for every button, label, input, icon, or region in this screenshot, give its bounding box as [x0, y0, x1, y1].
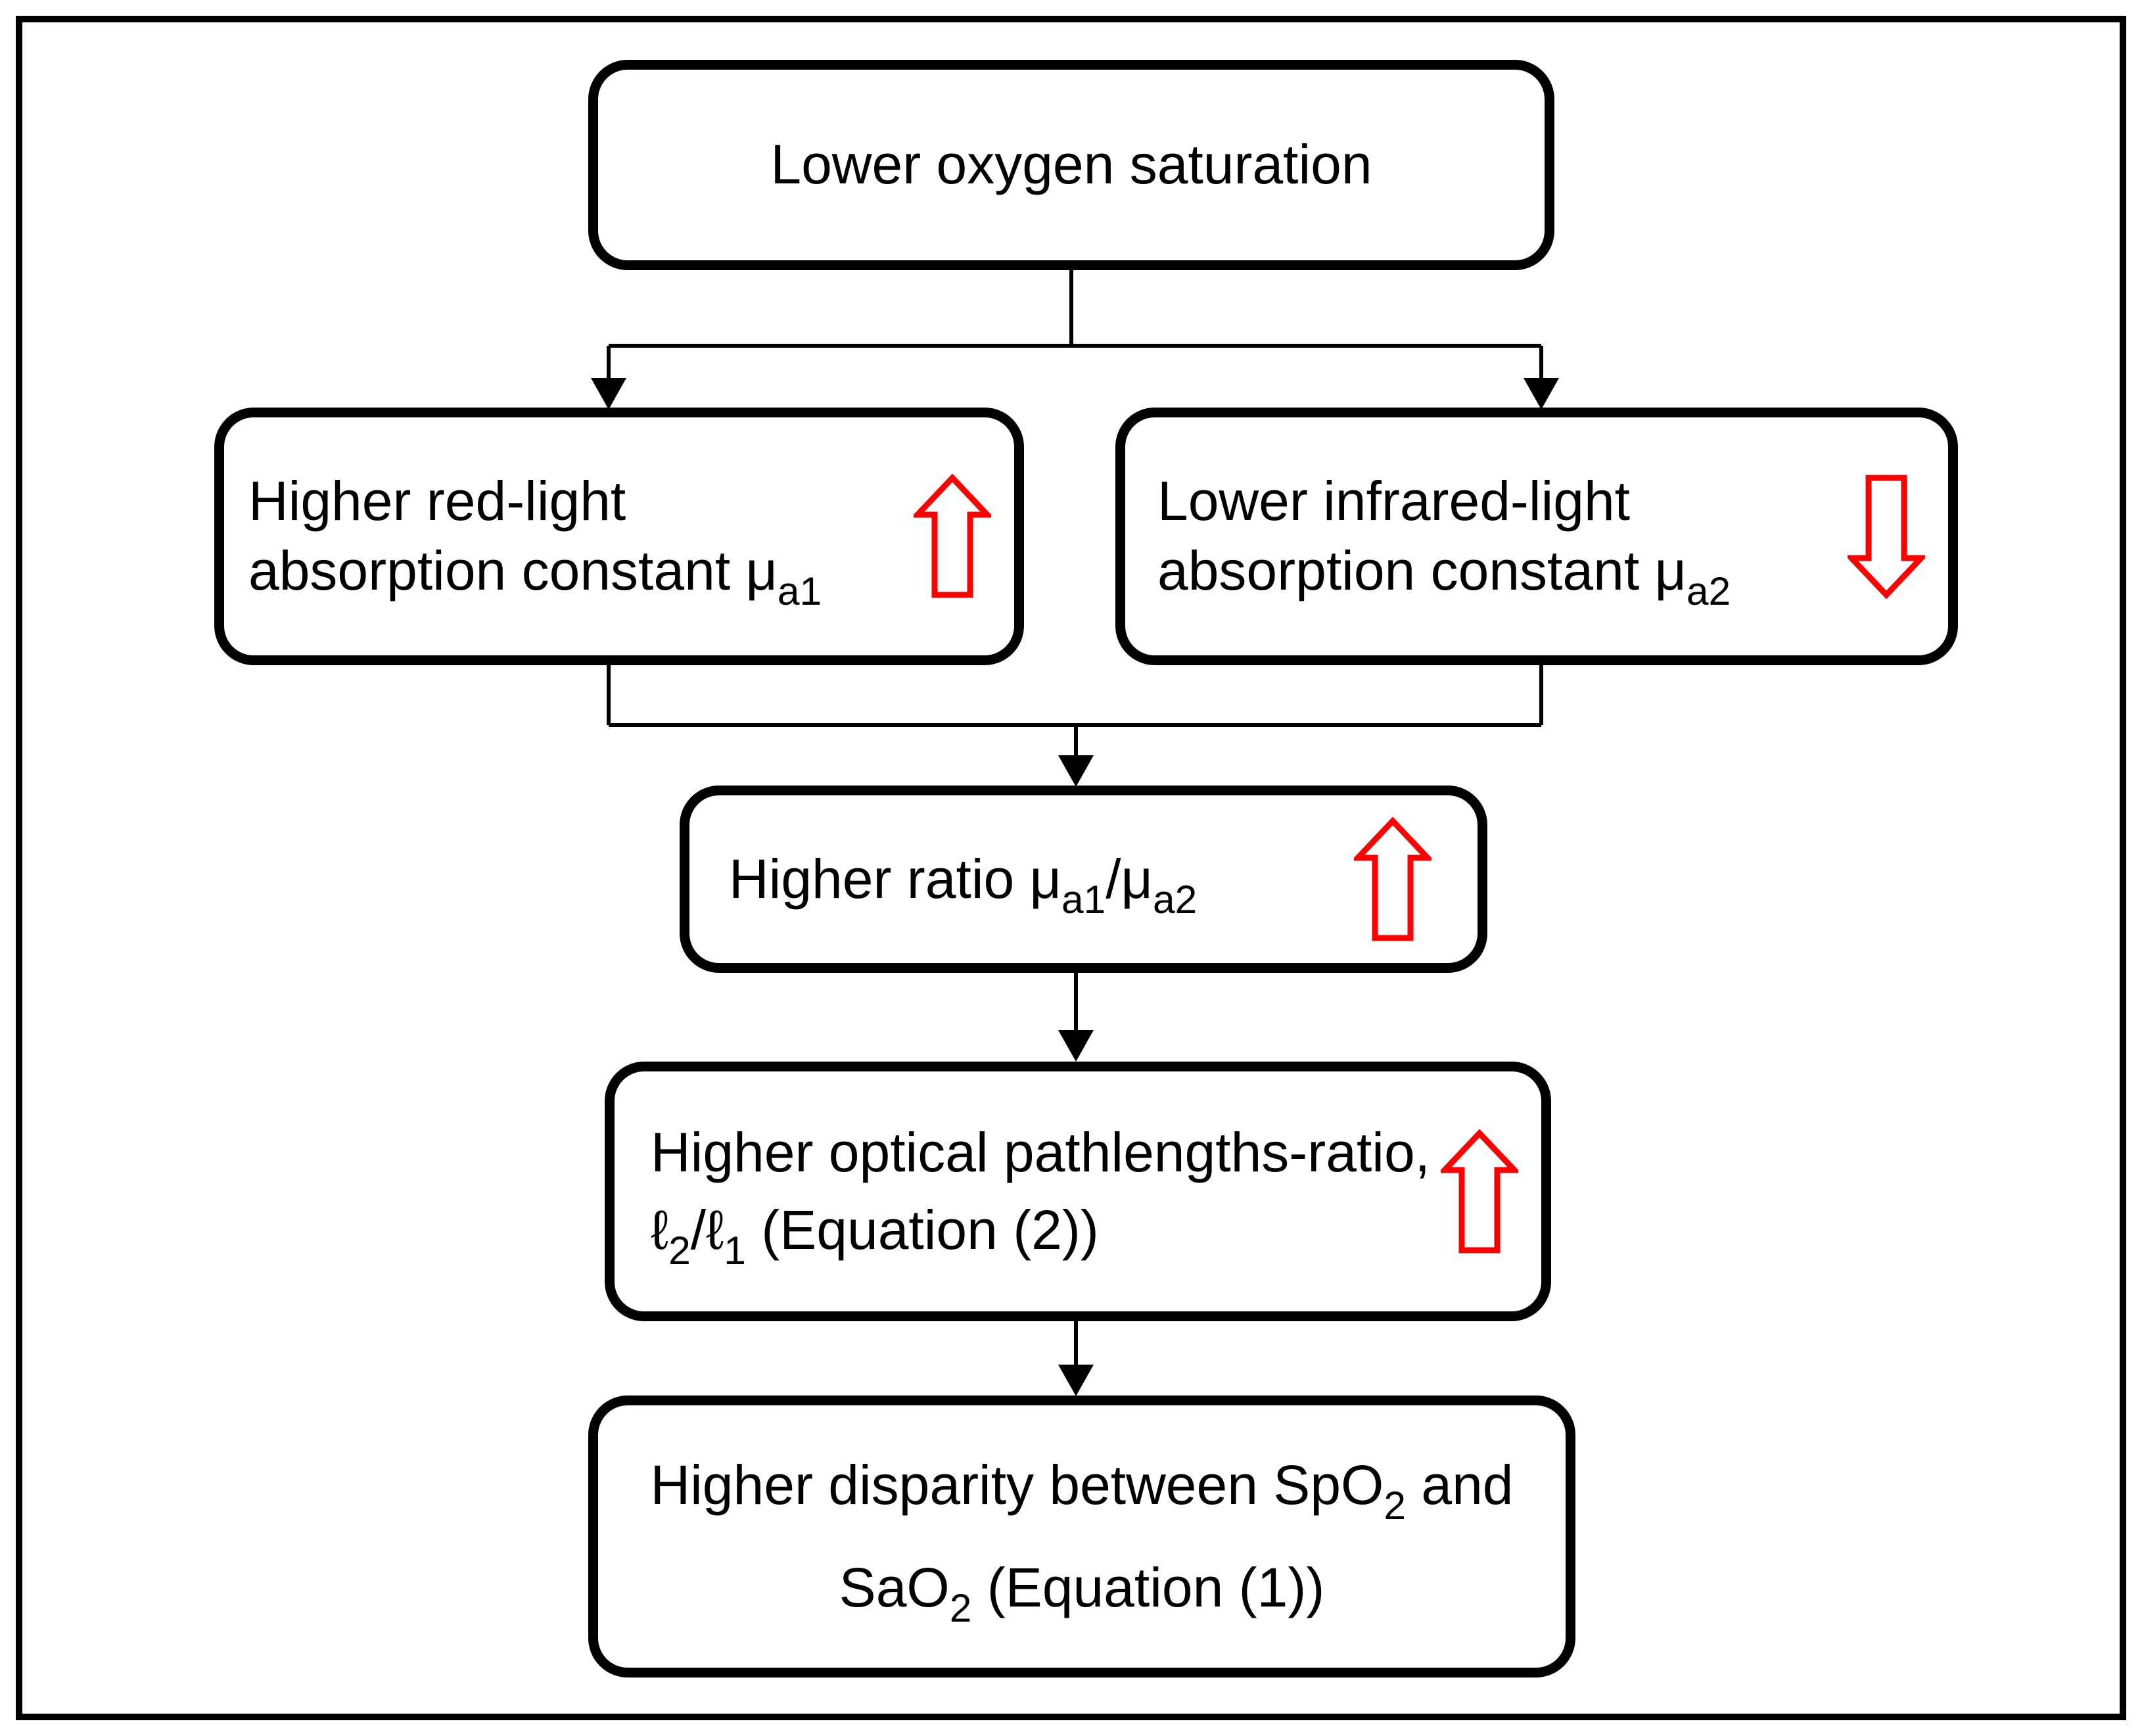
node-higher-optical-pathlengths-ratio: Higher optical pathlengths-ratio, ℓ2/ℓ1 (…	[605, 1062, 1551, 1321]
node-label: Higher ratio μa1/μa2	[729, 845, 1198, 922]
node-lower-infrared-light-absorption: Lower infrared-light absorption constant …	[1115, 408, 1958, 665]
trend-up-arrow-icon	[1354, 816, 1432, 942]
node-label: Lower oxygen saturation	[770, 130, 1372, 200]
node-label-line: Higher ratio μa1/μa2	[729, 847, 1198, 922]
figure-border	[16, 16, 2126, 1720]
node-higher-ratio: Higher ratio μa1/μa2	[680, 786, 1487, 973]
node-lower-oxygen-saturation: Lower oxygen saturation	[588, 60, 1554, 270]
node-label-line: absorption constant μa2	[1157, 540, 1731, 613]
node-higher-red-light-absorption: Higher red-light absorption constant μa1	[214, 408, 1024, 665]
node-label-line: SaO2 (Equation (1))	[839, 1556, 1325, 1630]
node-label-line: Higher red-light	[248, 470, 626, 532]
node-label-line: Higher disparity between SpO2 and	[650, 1454, 1514, 1528]
trend-down-arrow-icon	[1848, 474, 1925, 599]
node-label: Lower infrared-light absorption constant …	[1157, 467, 1731, 613]
node-label-line: absorption constant μa1	[248, 540, 822, 613]
node-label-line: Lower infrared-light	[1157, 470, 1631, 532]
node-label: Higher optical pathlengths-ratio, ℓ2/ℓ1 (…	[651, 1114, 1431, 1273]
trend-up-arrow-icon	[1441, 1129, 1518, 1254]
trend-up-arrow-icon	[914, 474, 991, 599]
node-label: Higher red-light absorption constant μa1	[248, 467, 822, 613]
node-label-line: Higher optical pathlengths-ratio,	[651, 1121, 1431, 1183]
node-label-line: Lower oxygen saturation	[770, 133, 1372, 196]
node-label-line: ℓ2/ℓ1 (Equation (2))	[651, 1198, 1099, 1273]
